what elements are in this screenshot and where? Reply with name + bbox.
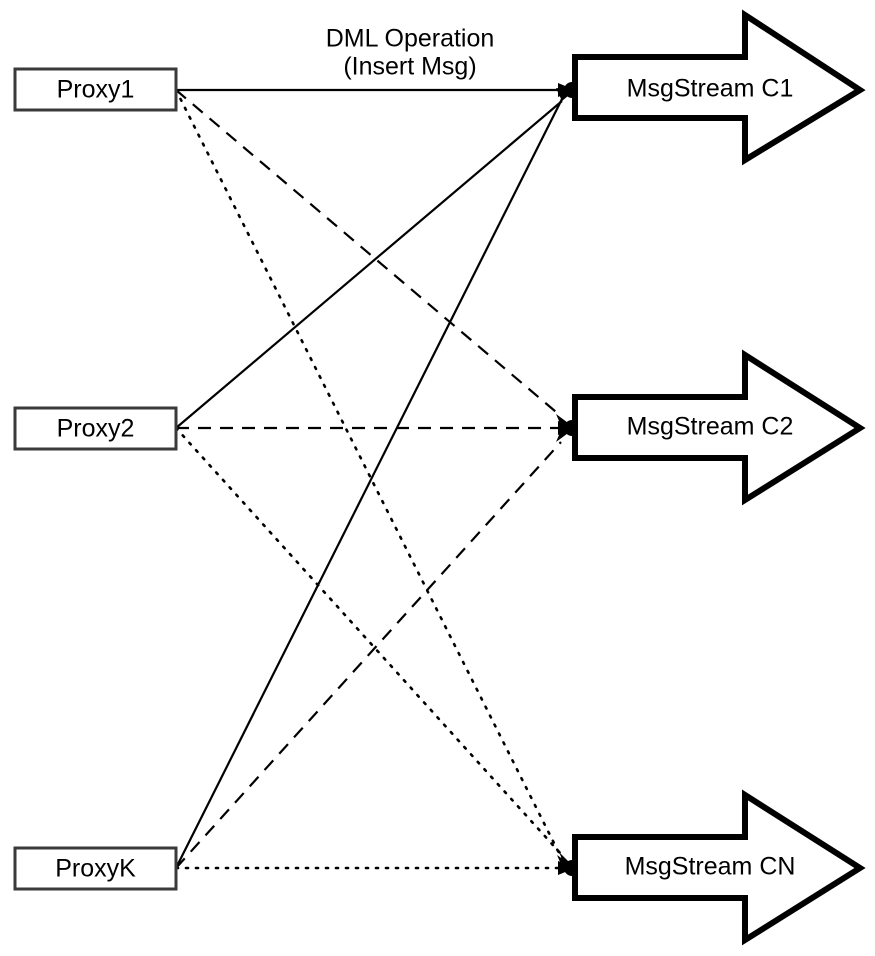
proxyk-label: ProxyK <box>55 855 136 883</box>
proxy2-label: Proxy2 <box>57 415 135 443</box>
stream-c1-label: MsgStream C1 <box>627 75 794 103</box>
stream-cn-arrow-shape[interactable] <box>572 789 866 946</box>
edge-proxy2-to-stream-cn <box>174 426 563 856</box>
stream-c2-label: MsgStream C2 <box>627 413 794 441</box>
proxy1-label: Proxy1 <box>57 76 135 104</box>
stream-c2-arrow-shape[interactable] <box>572 349 866 506</box>
edge-proxyk-to-stream-c2 <box>175 441 562 869</box>
proxy2-box[interactable] <box>13 406 178 451</box>
stream-cn-label: MsgStream CN <box>625 853 796 881</box>
edge-group-proxyk <box>174 96 568 870</box>
proxy1-box[interactable] <box>13 67 178 112</box>
proxy-node-proxy2[interactable]: Proxy2 <box>13 406 178 451</box>
edge-proxy1-to-stream-c2 <box>175 89 563 418</box>
proxy-node-proxyk[interactable]: ProxyK <box>13 846 178 891</box>
proxy-node-proxy1[interactable]: Proxy1 <box>13 67 178 112</box>
dml-operation-annotation: DML Operation (Insert Msg) <box>326 25 495 81</box>
dml-operation-line2: (Insert Msg) <box>343 53 476 81</box>
edge-group-proxy1 <box>174 88 566 863</box>
stream-node-c1[interactable]: MsgStream C1 <box>572 9 866 166</box>
edge-proxyk-to-stream-c1 <box>175 96 564 869</box>
arrowhead-cluster-stream-cn <box>557 852 580 876</box>
dml-operation-line1: DML Operation <box>326 25 495 53</box>
stream-node-cn[interactable]: MsgStream CN <box>572 789 866 946</box>
edge-group-proxy2 <box>174 100 566 856</box>
stream-node-c2[interactable]: MsgStream C2 <box>572 349 866 506</box>
edge-proxy1-to-stream-cn <box>174 88 565 863</box>
edge-proxy2-to-stream-c1 <box>175 100 563 429</box>
stream-c1-arrow-shape[interactable] <box>572 9 866 166</box>
proxyk-box[interactable] <box>13 846 178 891</box>
